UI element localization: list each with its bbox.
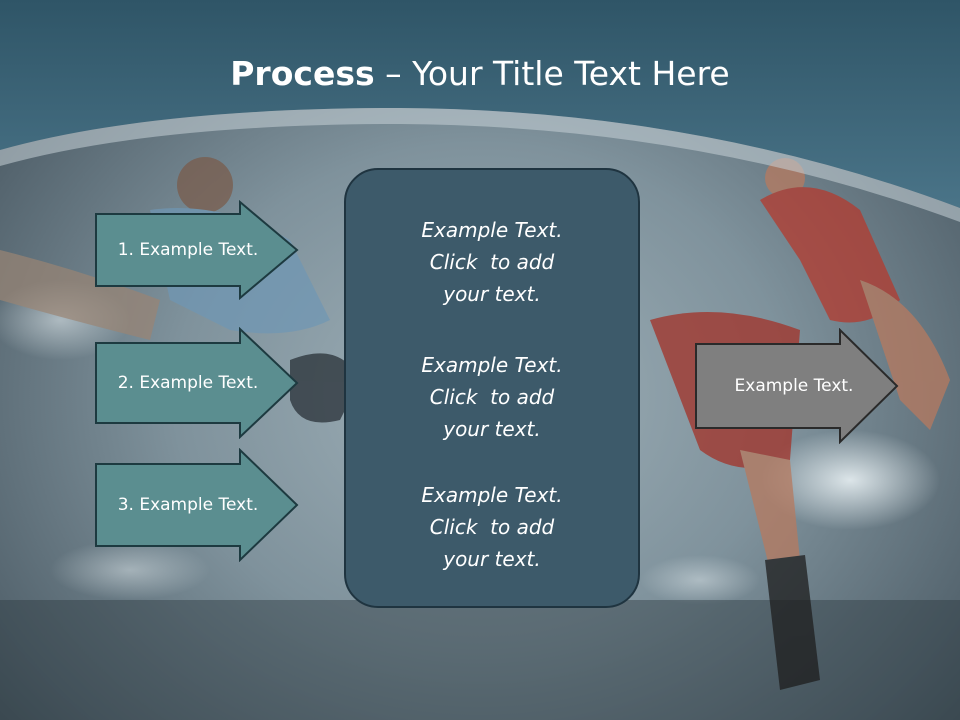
center-paragraph-3-line-2: Click to add <box>429 515 555 539</box>
center-paragraph-2-line-2: Click to add <box>429 385 555 409</box>
center-paragraph-2: Example Text. Click to add your text. <box>346 349 638 445</box>
center-process-box: Example Text. Click to add your text. Ex… <box>344 168 640 608</box>
output-label: Example Text. <box>734 376 854 396</box>
step-arrow-3: 3. Example Text. <box>94 448 300 562</box>
center-paragraph-3-line-1: Example Text. <box>421 483 563 507</box>
step-label-2: 2. Example Text. <box>117 373 259 393</box>
center-paragraph-1: Example Text. Click to add your text. <box>346 214 638 310</box>
center-paragraph-2-line-1: Example Text. <box>421 353 563 377</box>
output-arrow: Example Text. <box>694 328 900 444</box>
center-paragraph-1-line-2: Click to add <box>429 250 555 274</box>
title-bold: Process <box>230 54 375 93</box>
center-paragraph-1-line-1: Example Text. <box>421 218 563 242</box>
center-paragraph-3: Example Text. Click to add your text. <box>346 479 638 575</box>
title-rest: – Your Title Text Here <box>374 54 730 93</box>
center-paragraph-3-line-3: your text. <box>443 547 541 571</box>
step-label-1: 1. Example Text. <box>117 240 259 260</box>
step-label-3: 3. Example Text. <box>117 495 259 515</box>
center-paragraph-2-line-3: your text. <box>443 417 541 441</box>
center-paragraph-1-line-3: your text. <box>443 282 541 306</box>
step-arrow-2: 2. Example Text. <box>94 327 300 439</box>
slide-title: Process – Your Title Text Here <box>0 52 960 96</box>
step-arrow-1: 1. Example Text. <box>94 200 300 300</box>
